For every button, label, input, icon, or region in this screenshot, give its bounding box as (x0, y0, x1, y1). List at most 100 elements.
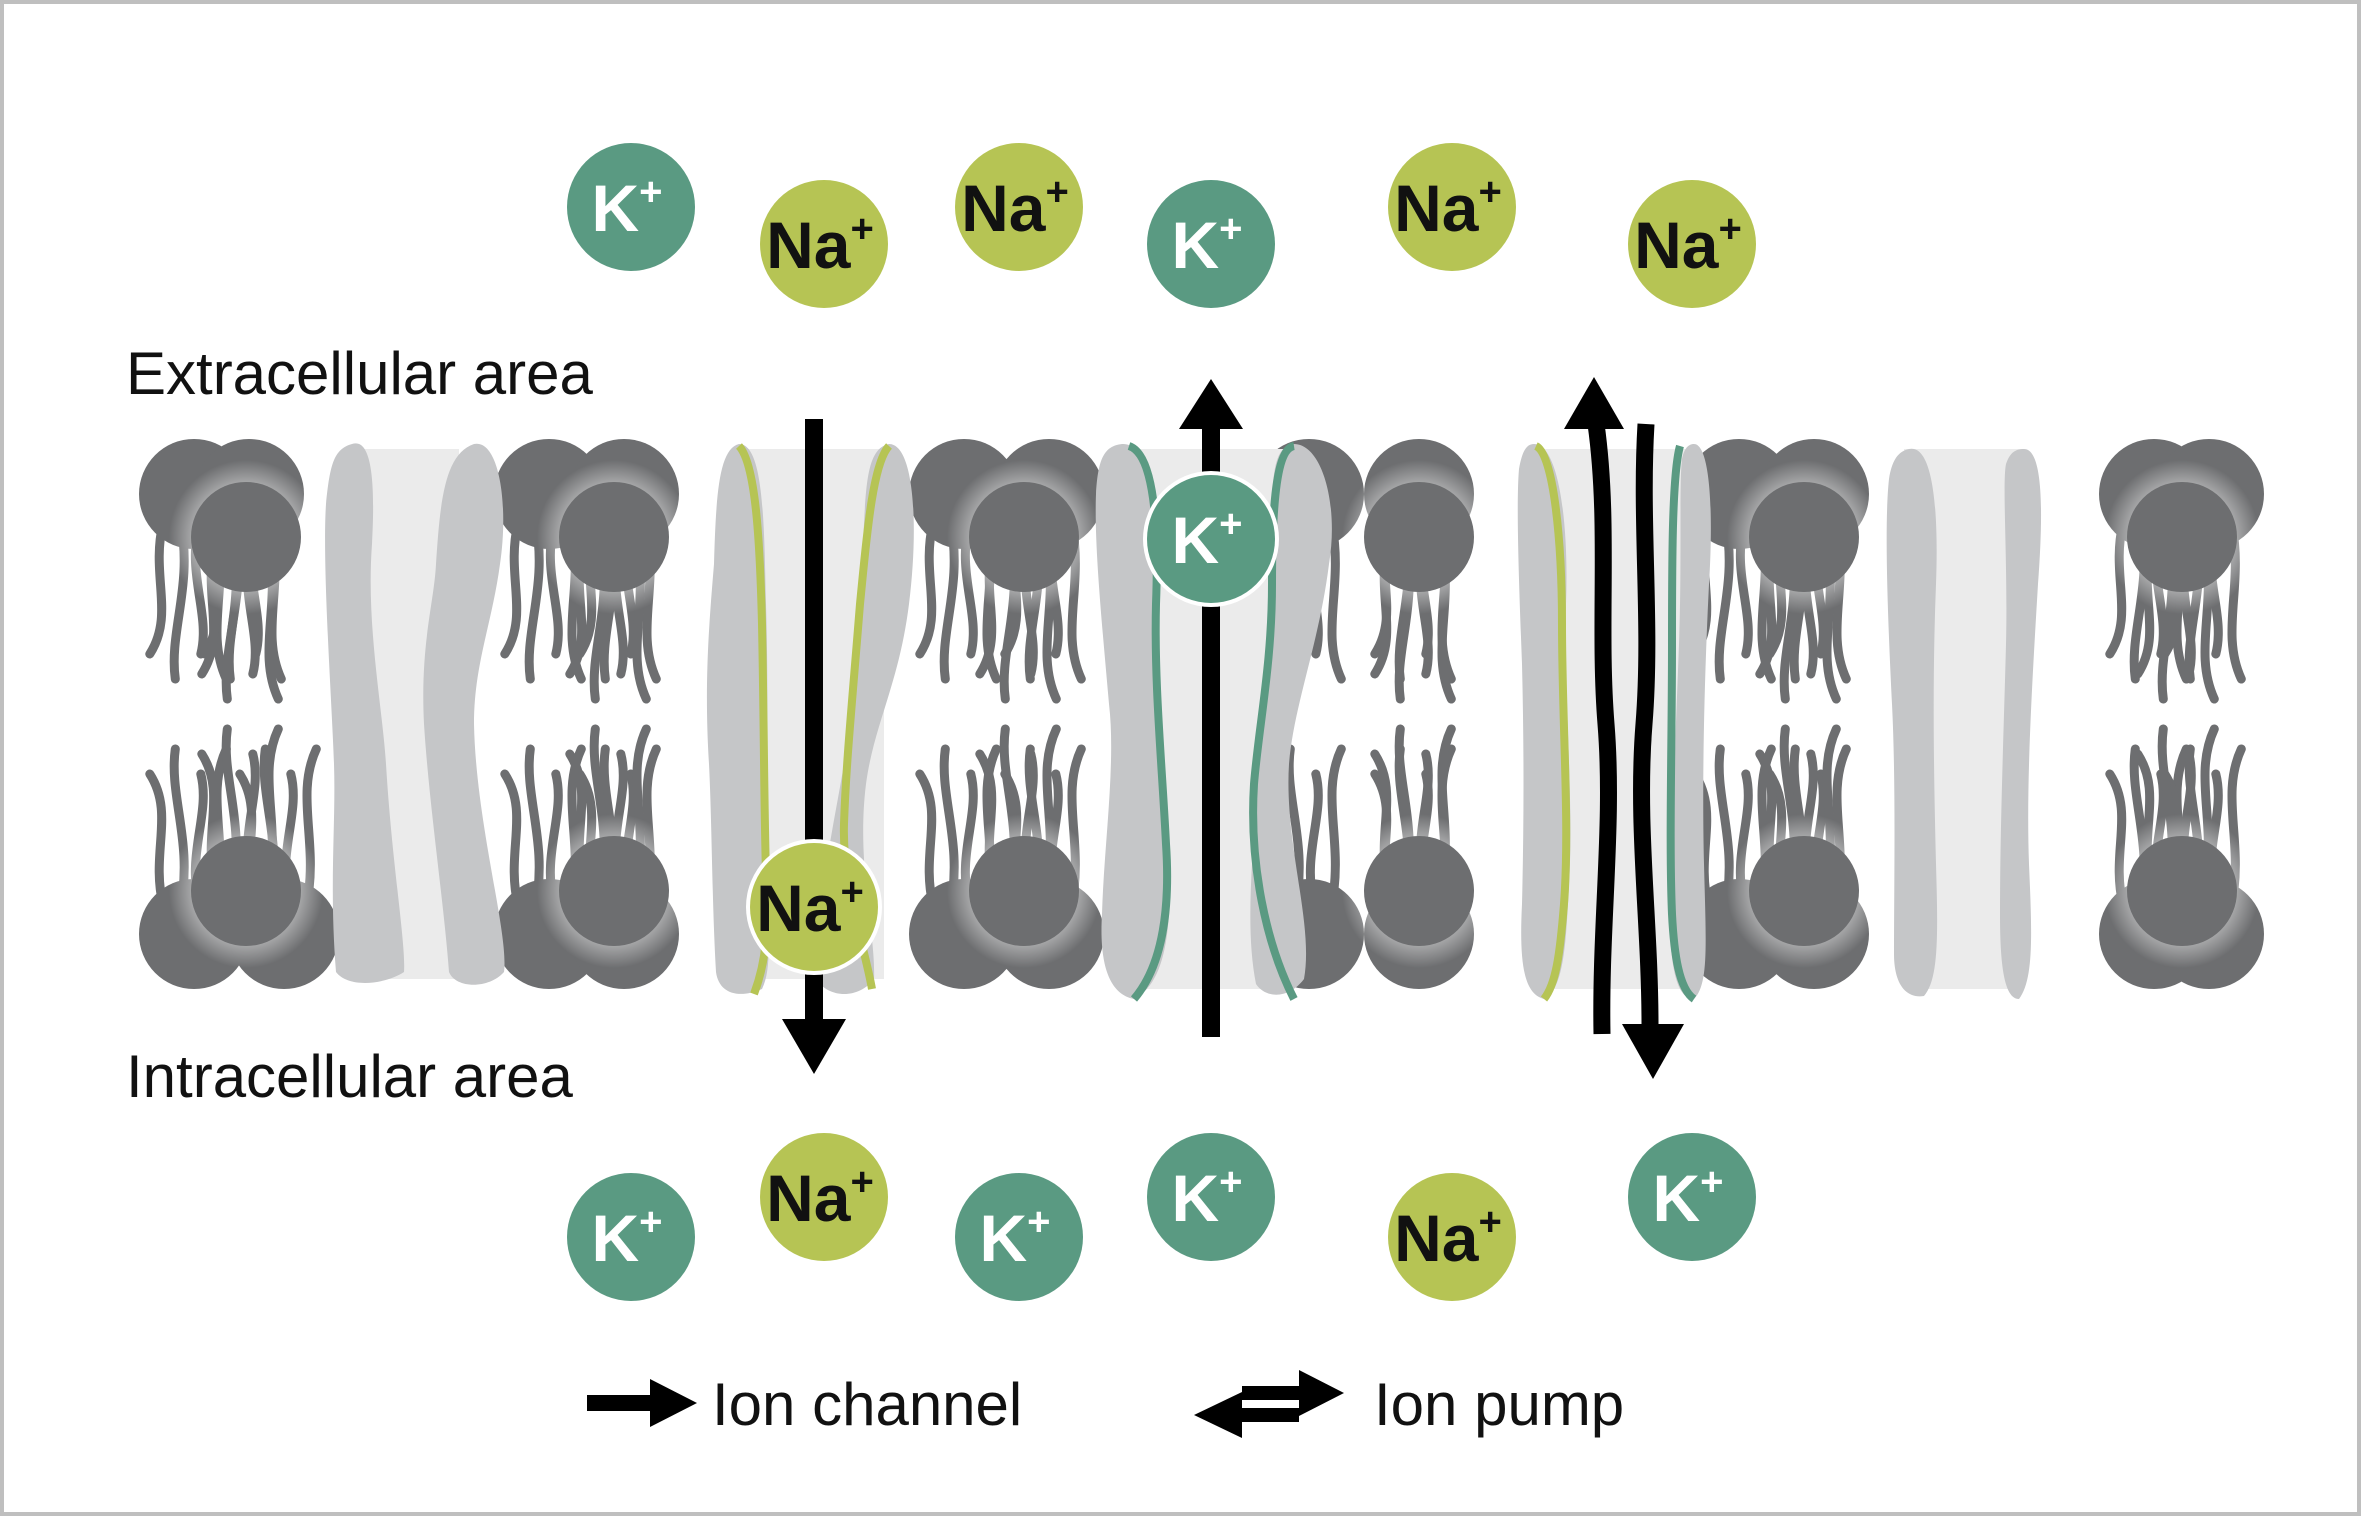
protein-2-left (706, 444, 769, 994)
svg-text:Na+: Na+ (766, 1160, 874, 1235)
ion-charge: + (1027, 1200, 1050, 1244)
ion-symbol: Na (766, 1161, 852, 1235)
pump-arrows-icon (1194, 1370, 1344, 1438)
svg-text:K+: K+ (1652, 1160, 1723, 1235)
svg-text:Na+: Na+ (961, 170, 1069, 245)
lipid-tail (145, 769, 168, 909)
sodium-ion: Na+ (760, 180, 888, 308)
ion-symbol: Na (1394, 171, 1480, 245)
legend-channel-label: Ion channel (712, 1371, 1022, 1438)
ion-charge: + (1219, 502, 1242, 546)
ion-charge: + (841, 870, 864, 914)
lipid-head (2127, 836, 2237, 946)
potassium-ion: K+ (955, 1173, 1083, 1301)
lipid-tail (145, 519, 168, 659)
lipid-tail (500, 769, 523, 909)
ion-charge: + (1046, 170, 1069, 214)
ion-charge: + (1219, 207, 1242, 251)
ion-symbol: Na (766, 208, 852, 282)
svg-text:K+: K+ (979, 1200, 1050, 1275)
ion-symbol: Na (1394, 1201, 1480, 1275)
ion-symbol: K (1171, 1161, 1219, 1235)
lipid-tail (1327, 744, 1346, 909)
lipid-head (1749, 482, 1859, 592)
lipid-tail (500, 519, 523, 659)
lipid-head (559, 836, 669, 946)
ion-charge: + (1700, 1160, 1723, 1204)
ion-charge: + (1479, 1200, 1502, 1244)
svg-text:Na+: Na+ (1394, 170, 1502, 245)
channel-arrow-icon (587, 1379, 697, 1427)
ion-charge: + (1219, 1160, 1242, 1204)
potassium-ion: K+ (1143, 471, 1279, 607)
svg-text:Na+: Na+ (1634, 207, 1742, 282)
ion-symbol: K (591, 1201, 639, 1275)
ion-symbol: K (1171, 503, 1219, 577)
ion-charge: + (851, 1160, 874, 1204)
pump-arrow-up-head (1564, 377, 1624, 429)
ion-symbol: K (979, 1201, 1027, 1275)
ion-symbol: K (1652, 1161, 1700, 1235)
ion-charge: + (851, 207, 874, 251)
intracellular-label: Intracellular area (126, 1043, 574, 1110)
lipid-head (559, 482, 669, 592)
sodium-ion: Na+ (746, 839, 882, 975)
lipid-head (1364, 836, 1474, 946)
protein-5-right (2000, 449, 2042, 999)
protein-3-right-stripe (1249, 442, 1298, 1001)
svg-text:Na+: Na+ (1394, 1200, 1502, 1275)
protein-1-right (423, 443, 505, 985)
lipid-head (1749, 836, 1859, 946)
ion-charge: + (639, 170, 662, 214)
pump-arrow-down-shaft (1633, 423, 1659, 1025)
protein-5-left (1886, 448, 1938, 997)
pump-arrow-up-shaft (1587, 422, 1617, 1035)
protein-3-left-stripe (1127, 442, 1172, 1002)
potassium-ion: K+ (1628, 1133, 1756, 1261)
protein-4-lumen (1544, 449, 1694, 989)
protein-1-left (325, 443, 405, 983)
ion-symbol: Na (1634, 208, 1720, 282)
legend: Ion channel Ion pump (587, 1370, 1624, 1438)
ion-symbol: K (1171, 208, 1219, 282)
sodium-ion: Na+ (760, 1133, 888, 1261)
lipid-head (969, 836, 1079, 946)
legend-pump-label: Ion pump (1374, 1371, 1624, 1438)
protein-4-potassium-stripe (1666, 444, 1697, 1003)
extracellular-label: Extracellular area (126, 340, 594, 407)
potassium-ion: K+ (1147, 180, 1275, 308)
lipid-head (1364, 482, 1474, 592)
protein-4-right (1669, 444, 1711, 999)
sodium-ion: Na+ (1388, 1173, 1516, 1301)
sodium-channel-arrow-head (782, 1019, 846, 1074)
lipid-head (191, 482, 301, 592)
potassium-ion: K+ (1147, 1133, 1275, 1261)
membrane-diagram: K+Na+Na+K+Na+Na+K+Na+K+Na+K+K+Na+K+ Extr… (126, 143, 2264, 1438)
ion-symbol: Na (756, 871, 842, 945)
sodium-ion: Na+ (1388, 143, 1516, 271)
lipid-tail (915, 769, 938, 909)
pump-arrow-down-head (1622, 1024, 1684, 1079)
protein-3-left (1095, 443, 1170, 1000)
sodium-ion: Na+ (955, 143, 1083, 271)
lipid-tail (1327, 519, 1346, 684)
ion-charge: + (1719, 207, 1742, 251)
sodium-ion: Na+ (1628, 180, 1756, 308)
ion-charge: + (639, 1200, 662, 1244)
ions: K+Na+Na+K+Na+Na+K+Na+K+Na+K+K+Na+K+ (567, 143, 1756, 1301)
potassium-channel-arrow-head (1179, 379, 1243, 429)
lipid-head (191, 836, 301, 946)
ion-symbol: Na (961, 171, 1047, 245)
potassium-ion: K+ (567, 1173, 695, 1301)
protein-4-left (1517, 444, 1571, 999)
svg-text:K+: K+ (591, 1200, 662, 1275)
svg-text:K+: K+ (1171, 502, 1242, 577)
svg-text:Na+: Na+ (766, 207, 874, 282)
lipid-tail (915, 519, 938, 659)
lipid-head (969, 482, 1079, 592)
svg-text:K+: K+ (591, 170, 662, 245)
ion-symbol: K (591, 171, 639, 245)
protein-4-sodium-stripe (1533, 442, 1571, 1002)
svg-text:K+: K+ (1171, 1160, 1242, 1235)
